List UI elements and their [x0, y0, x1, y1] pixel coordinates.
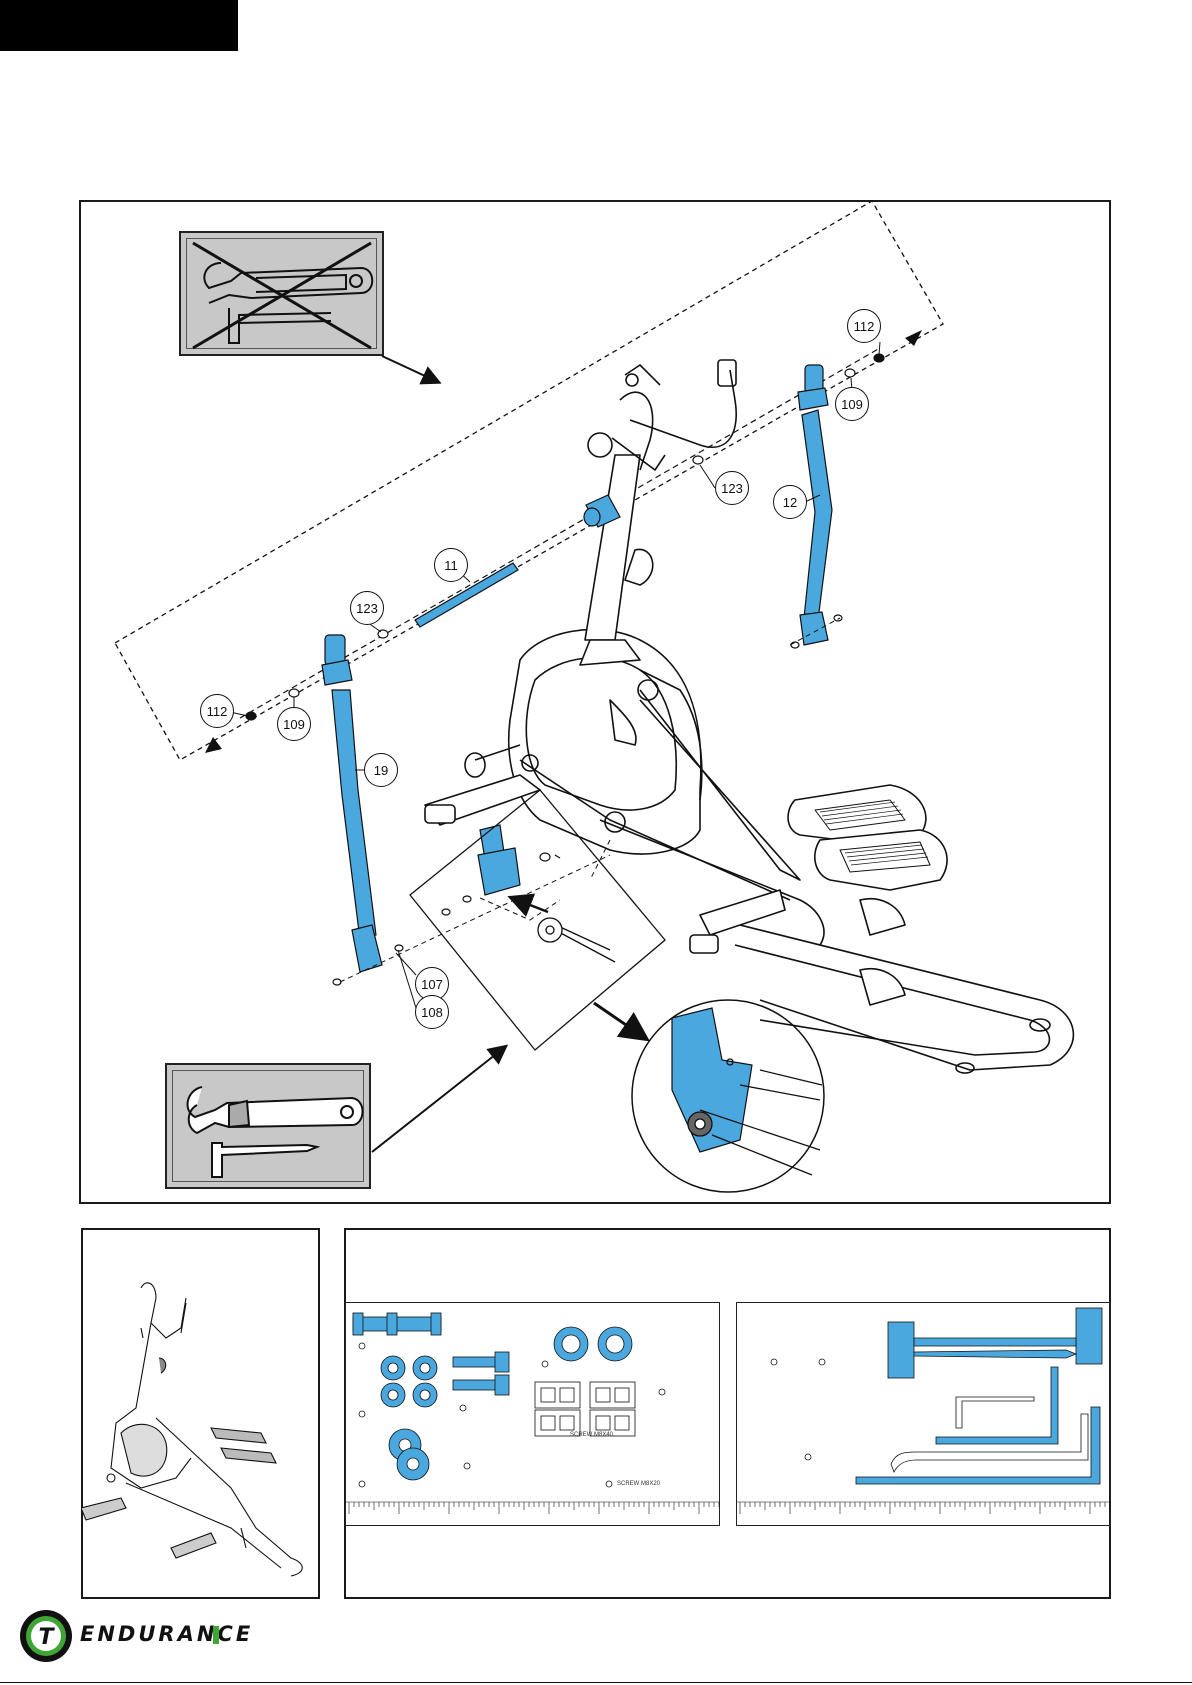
callout-123-left: 123 [350, 591, 384, 625]
hardware-card-right-drawing [736, 1302, 1111, 1526]
callout-19: 19 [364, 753, 398, 787]
footer-divider [0, 1682, 1192, 1683]
toolbox-not-required [179, 231, 384, 356]
brand-name: ENDURANCE [80, 1622, 253, 1646]
hex-key-xl [856, 1407, 1100, 1484]
callout-112-top: 112 [847, 309, 881, 343]
callout-112-left: 112 [200, 694, 234, 728]
wrench-tool [888, 1322, 914, 1378]
callout-123-right: 123 [715, 471, 749, 505]
callout-12: 12 [773, 485, 807, 519]
callout-11: 11 [434, 548, 468, 582]
callout-109-top: 109 [835, 387, 869, 421]
wrench-icon [188, 1087, 363, 1133]
machine-preview-drawing [81, 1228, 320, 1599]
elliptical-machine [425, 360, 1073, 1073]
hex-key-small [956, 1397, 1034, 1428]
callout-109-left: 109 [277, 707, 311, 741]
hex-key-large [936, 1367, 1058, 1444]
brand-logo-letter: T [38, 1625, 55, 1650]
callout-108: 108 [415, 995, 449, 1029]
brand-accent-bar [213, 1626, 219, 1644]
zoom-bracket [672, 1008, 752, 1152]
part-11-axle [415, 563, 518, 627]
part-12-arm [802, 410, 832, 620]
brand-logo-icon: T [18, 1608, 74, 1664]
cross-out-icon [193, 243, 371, 348]
hardware-bolt-label: SCREW M8X20 [617, 1481, 660, 1487]
toolbox-required [165, 1063, 371, 1189]
hardware-card-left-drawing [345, 1302, 720, 1526]
hardware-pack-label: SCREW M8X40 [570, 1432, 613, 1438]
wrench-icon [204, 263, 372, 303]
hex-key-icon [212, 1143, 317, 1177]
hex-key-icon [229, 308, 331, 343]
part-19-arm [332, 690, 376, 940]
